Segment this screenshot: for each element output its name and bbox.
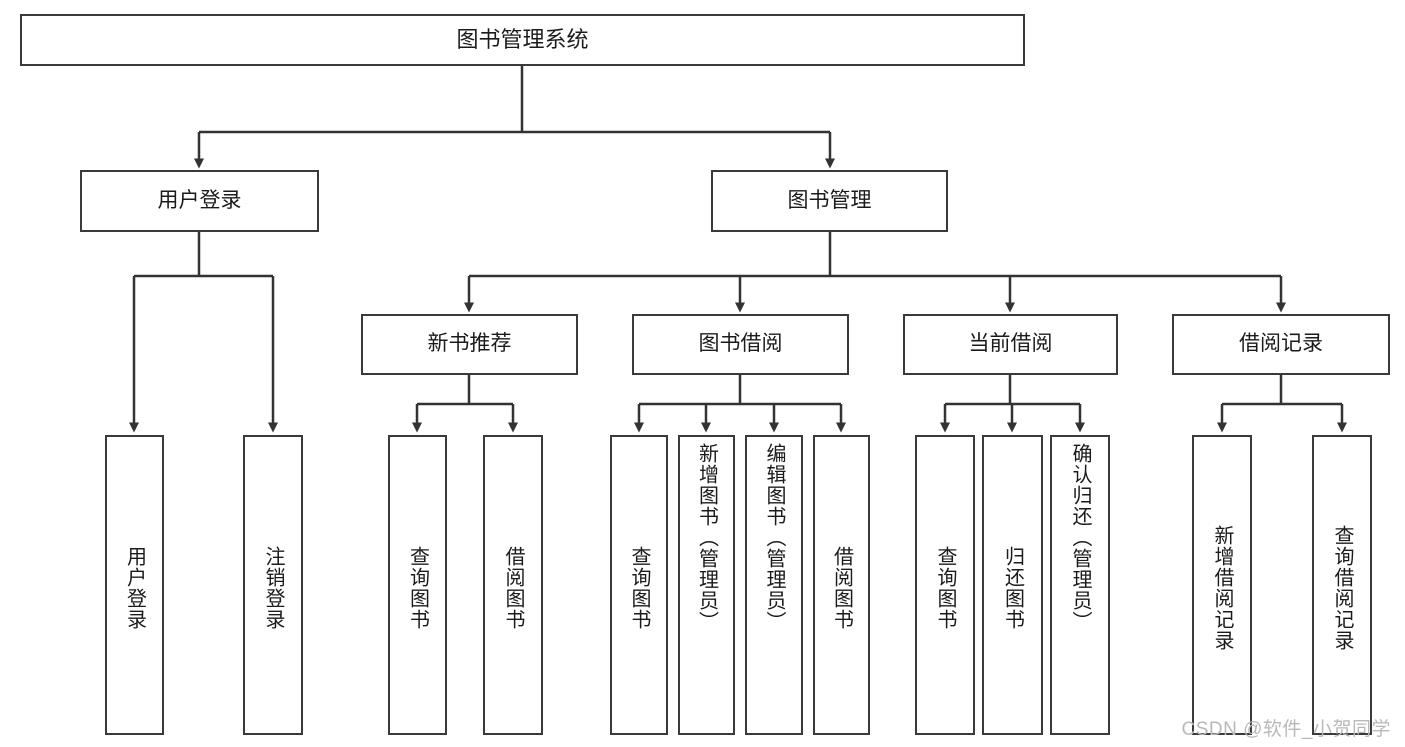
leaf-query-book-borrow[interactable]: 查询图书 xyxy=(610,435,668,735)
node-label: 当前借阅 xyxy=(968,332,1053,356)
node-label: 查询图书 xyxy=(934,546,956,630)
node-label: 查询图书 xyxy=(628,546,650,630)
node-label: 借阅图书 xyxy=(502,546,524,630)
leaf-add-book-admin[interactable]: 新增图书（管理员） xyxy=(678,435,735,735)
node-label: 借阅记录 xyxy=(1239,332,1323,356)
node-root-book-management-system[interactable]: 图书管理系统 xyxy=(20,14,1025,66)
node-borrow-record[interactable]: 借阅记录 xyxy=(1172,314,1390,375)
leaf-query-book-current[interactable]: 查询图书 xyxy=(915,435,975,735)
node-label: 借阅图书 xyxy=(830,546,853,630)
leaf-add-borrow-record[interactable]: 新增借阅记录 xyxy=(1192,435,1252,735)
node-label: 图书管理系统 xyxy=(456,27,589,53)
node-label: 图书管理 xyxy=(787,188,872,212)
leaf-user-login[interactable]: 用户登录 xyxy=(105,435,164,735)
node-label: 用户登录 xyxy=(157,188,242,212)
leaf-query-book-new[interactable]: 查询图书 xyxy=(388,435,447,735)
leaf-logout[interactable]: 注销登录 xyxy=(243,435,303,735)
leaf-borrow-book-borrow[interactable]: 借阅图书 xyxy=(813,435,870,735)
leaf-edit-book-admin[interactable]: 编辑图书（管理员） xyxy=(745,435,803,735)
node-label: 归还图书 xyxy=(1001,546,1024,630)
node-book-management[interactable]: 图书管理 xyxy=(711,170,948,232)
node-user-login[interactable]: 用户登录 xyxy=(80,170,319,232)
leaf-borrow-book-new[interactable]: 借阅图书 xyxy=(483,435,543,735)
node-new-book-recommend[interactable]: 新书推荐 xyxy=(361,314,578,375)
node-current-borrow[interactable]: 当前借阅 xyxy=(903,314,1118,375)
node-book-borrow[interactable]: 图书借阅 xyxy=(632,314,849,375)
node-label: 新增借阅记录 xyxy=(1211,525,1233,651)
node-label: 注销登录 xyxy=(262,546,284,630)
node-label: 图书借阅 xyxy=(698,332,783,356)
leaf-confirm-return-admin[interactable]: 确认归还（管理员） xyxy=(1050,435,1110,735)
node-label: 用户登录 xyxy=(123,546,146,630)
node-label: 新书推荐 xyxy=(427,332,512,356)
node-label: 新增图书（管理员） xyxy=(695,443,718,632)
node-label: 编辑图书（管理员） xyxy=(763,443,785,632)
node-label: 查询图书 xyxy=(406,546,429,630)
leaf-return-book[interactable]: 归还图书 xyxy=(982,435,1043,735)
node-label: 确认归还（管理员） xyxy=(1069,443,1091,632)
leaf-query-borrow-record[interactable]: 查询借阅记录 xyxy=(1312,435,1372,735)
node-label: 查询借阅记录 xyxy=(1331,525,1353,651)
